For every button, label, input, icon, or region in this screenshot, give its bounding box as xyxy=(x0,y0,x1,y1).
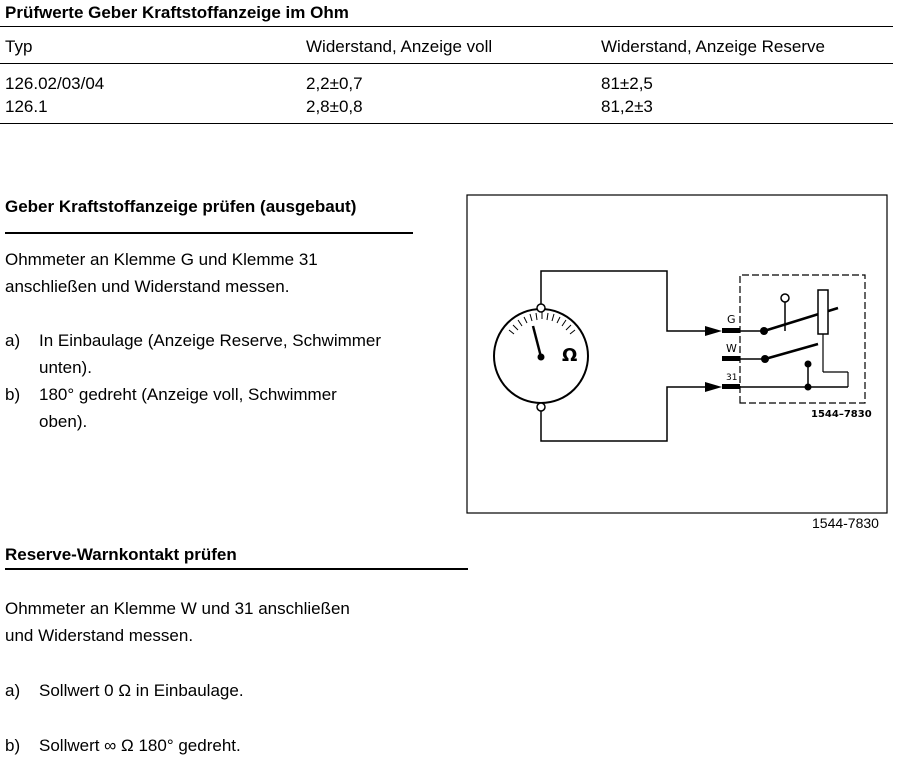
spec-table: Typ Widerstand, Anzeige voll Widerstand,… xyxy=(5,27,893,71)
section2-heading: Reserve-Warnkontakt prüfen xyxy=(5,545,237,564)
section2-heading-rule xyxy=(5,568,468,570)
figure-inner-code: 1544–7830 xyxy=(811,409,872,420)
table-cell: 126.02/03/04 xyxy=(5,74,105,93)
intro-line: Ohmmeter an Klemme G und Klemme 31 xyxy=(5,250,318,269)
list-item-text: Sollwert ∞ Ω 180° gedreht. xyxy=(39,736,241,755)
list-item-label: b) xyxy=(5,385,21,404)
table-header-cell: Widerstand, Anzeige voll xyxy=(306,37,493,56)
list-item-label: a) xyxy=(5,681,21,700)
omega-label: Ω xyxy=(562,345,577,366)
table-top-rule xyxy=(0,26,893,27)
list-item: b) 180° gedreht (Anzeige voll, Schwimmer… xyxy=(5,381,445,435)
list-item: a) In Einbaulage (Anzeige Reserve, Schwi… xyxy=(5,327,445,381)
intro-line: anschließen und Widerstand messen. xyxy=(5,277,290,296)
section1-list: a) In Einbaulage (Anzeige Reserve, Schwi… xyxy=(5,327,445,435)
table-cell: 81±2,5 xyxy=(601,74,653,93)
list-item: a) Sollwert 0 Ω in Einbaulage. xyxy=(5,677,445,704)
list-item-text: In Einbaulage (Anzeige Reserve, Schwimme… xyxy=(39,331,382,350)
table-row: 126.02/03/04 2,2±0,7 81±2,5 xyxy=(5,72,893,95)
intro-line: Ohmmeter an Klemme W und 31 anschließen xyxy=(5,599,350,618)
table-cell: 2,2±0,7 xyxy=(306,74,363,93)
table-header-rule xyxy=(0,63,893,64)
section1-heading-rule xyxy=(5,232,413,234)
terminal-31-label: 31 xyxy=(726,373,737,383)
table-row: 126.1 2,8±0,8 81,2±3 xyxy=(5,95,893,118)
figure-caption: 1544-7830 xyxy=(812,515,879,531)
list-item-text: 180° gedreht (Anzeige voll, Schwimmer xyxy=(39,385,337,404)
table-cell: 126.1 xyxy=(5,97,48,116)
wiring-diagram: Ω G W 31 1544–7830 xyxy=(466,194,888,514)
section1-heading: Geber Kraftstoffanzeige prüfen (ausgebau… xyxy=(5,197,357,216)
list-item: b) Sollwert ∞ Ω 180° gedreht. xyxy=(5,732,445,759)
table-title: Prüfwerte Geber Kraftstoffanzeige im Ohm xyxy=(5,3,349,22)
table-bottom-rule xyxy=(0,123,893,124)
section2-list: a) Sollwert 0 Ω in Einbaulage. b) Sollwe… xyxy=(5,677,445,759)
table-header-cell: Typ xyxy=(5,37,33,56)
list-item-text: Sollwert 0 Ω in Einbaulage. xyxy=(39,681,244,700)
table-header-cell: Widerstand, Anzeige Reserve xyxy=(601,37,825,56)
intro-line: und Widerstand messen. xyxy=(5,626,194,645)
section2-intro: Ohmmeter an Klemme W und 31 anschließen … xyxy=(5,595,350,649)
table-body: 126.02/03/04 2,2±0,7 81±2,5 126.1 2,8±0,… xyxy=(5,72,893,118)
terminal-w-label: W xyxy=(726,342,737,355)
list-item-text: oben). xyxy=(39,412,88,431)
table-cell: 81,2±3 xyxy=(601,97,653,116)
table-header-row: Typ Widerstand, Anzeige voll Widerstand,… xyxy=(5,27,893,71)
terminal-g-label: G xyxy=(727,313,736,326)
list-item-text: unten). xyxy=(39,358,92,377)
section1-intro: Ohmmeter an Klemme G und Klemme 31 ansch… xyxy=(5,246,318,300)
list-item-label: b) xyxy=(5,736,21,755)
list-item-label: a) xyxy=(5,331,21,350)
table-cell: 2,8±0,8 xyxy=(306,97,363,116)
